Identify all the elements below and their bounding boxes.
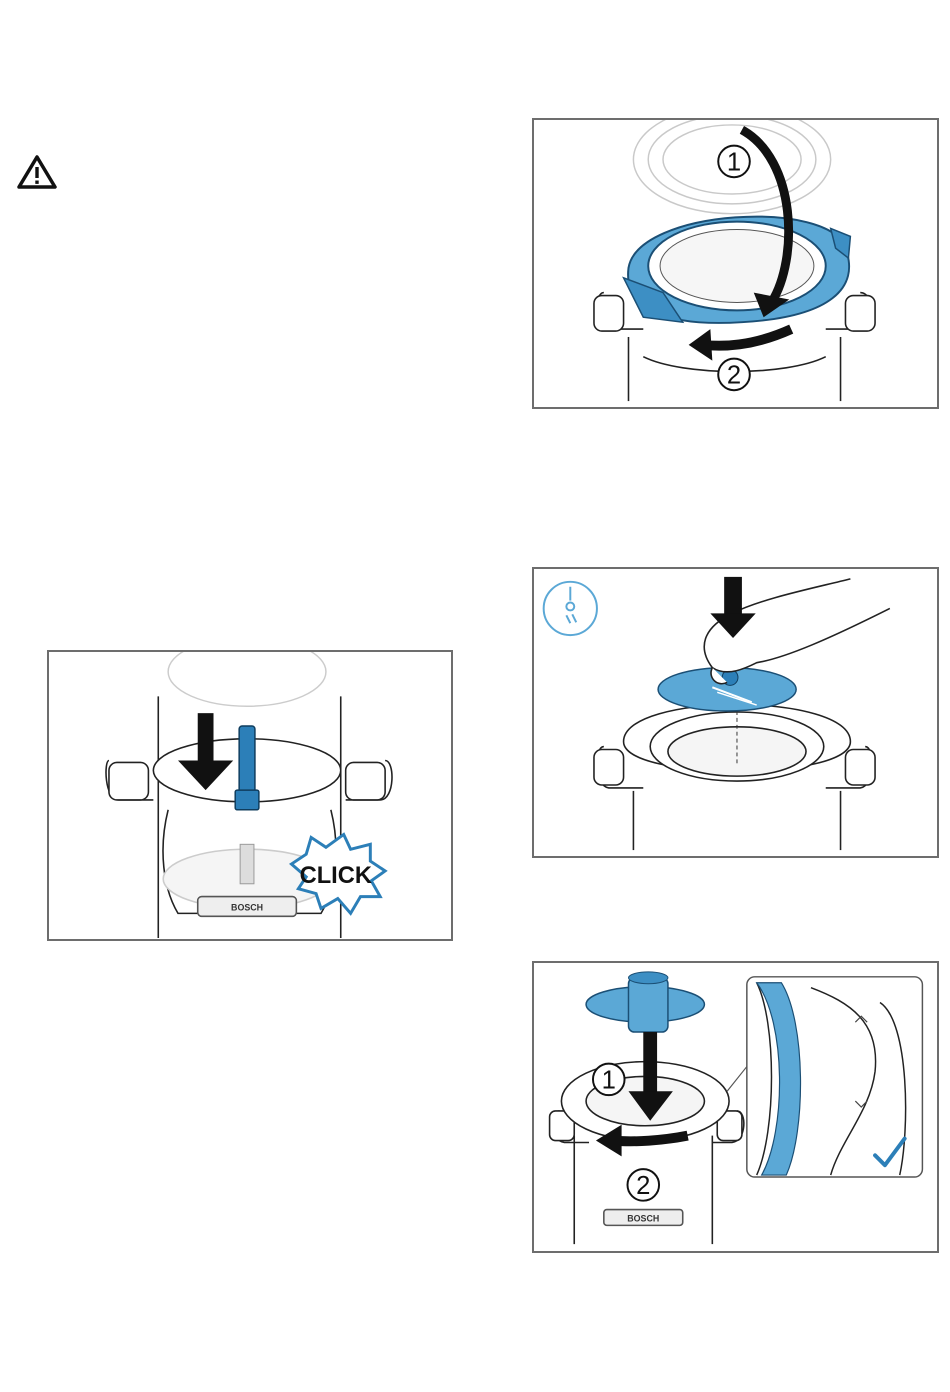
rotate-arrow-icon — [689, 329, 792, 361]
figure-ring-lock: 1 2 — [532, 118, 939, 409]
blue-ring — [624, 217, 851, 323]
step-1-badge: 1 — [718, 146, 750, 178]
figure-disc-insert — [532, 567, 939, 858]
appliance-body — [594, 705, 875, 850]
click-burst: CLICK — [291, 834, 385, 913]
detail-inset — [727, 977, 922, 1177]
svg-text:2: 2 — [727, 361, 741, 389]
svg-text:1: 1 — [727, 148, 741, 176]
svg-text:2: 2 — [636, 1172, 650, 1200]
figure-lid-lock: BOSCH 1 2 — [532, 961, 939, 1253]
feed-tube-lid — [586, 972, 704, 1032]
svg-text:1: 1 — [602, 1066, 616, 1094]
svg-text:CLICK: CLICK — [300, 863, 372, 889]
svg-text:BOSCH: BOSCH — [231, 902, 263, 912]
disc-slot-symbol-icon — [544, 582, 597, 635]
step-2-badge: 2 — [628, 1169, 660, 1201]
svg-text:BOSCH: BOSCH — [627, 1213, 659, 1223]
step-1-badge: 1 — [593, 1064, 625, 1096]
step-2-badge: 2 — [718, 359, 750, 391]
slicing-disc — [658, 668, 796, 711]
figure-shaft-click: BOSCH CLICK — [47, 650, 453, 941]
warning-icon — [17, 154, 57, 190]
